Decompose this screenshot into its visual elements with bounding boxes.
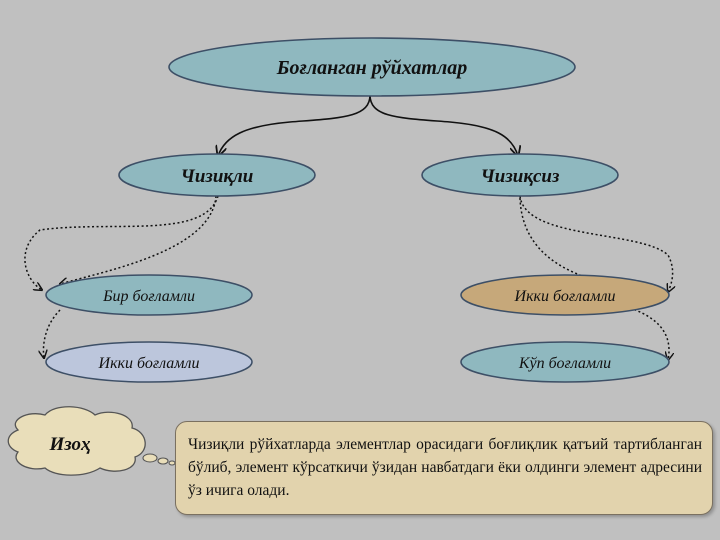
connector-child1-to-child2 bbox=[43, 309, 61, 358]
connector-root-left bbox=[218, 94, 371, 156]
right-child-2-label: Кўп боғламли bbox=[518, 355, 611, 372]
right-branch-node: Чизиқсиз bbox=[421, 153, 619, 197]
root-node: Боғланган рўйхатлар bbox=[168, 37, 576, 97]
right-child-2-node: Кўп боғламли bbox=[460, 341, 670, 383]
left-child-2-label: Икки боғламли bbox=[98, 355, 200, 372]
left-child-1-label: Бир боғламли bbox=[102, 288, 195, 305]
left-child-2-node: Икки боғламли bbox=[45, 341, 253, 383]
right-child-1-node: Икки боғламли bbox=[460, 274, 670, 316]
note-label: Изоҳ bbox=[49, 434, 91, 455]
right-branch-label: Чизиқсиз bbox=[481, 166, 560, 187]
right-child-1-label: Икки боғламли bbox=[514, 288, 616, 305]
connector-right-to-child1-b bbox=[519, 197, 610, 284]
connector-left-to-child1-b bbox=[60, 195, 217, 284]
note-text: Чизиқли рўйхатларда элементлар орасидаги… bbox=[188, 436, 702, 499]
left-child-1-node: Бир боғламли bbox=[45, 274, 253, 316]
connector-left-to-child1-a bbox=[24, 195, 219, 290]
connector-right-to-child1-a bbox=[519, 195, 673, 292]
left-branch-label: Чизиқли bbox=[181, 166, 254, 187]
note-box: Чизиқли рўйхатларда элементлар орасидаги… bbox=[175, 421, 713, 515]
left-branch-node: Чизиқли bbox=[118, 153, 316, 197]
root-label: Боғланган рўйхатлар bbox=[276, 57, 468, 79]
connector-root-right bbox=[369, 94, 518, 156]
note-cloud: Изоҳ bbox=[7, 406, 176, 476]
connector-right-to-child2 bbox=[629, 307, 669, 360]
